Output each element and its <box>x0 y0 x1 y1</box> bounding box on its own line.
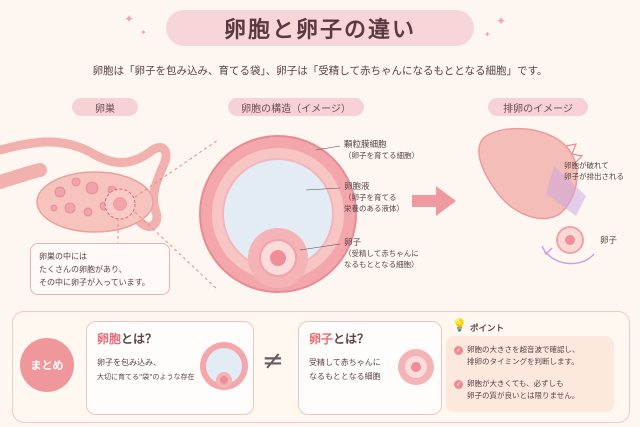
ovary-text-line-1: 卵巣の中には <box>39 252 87 261</box>
sparkle-icon: ✦ <box>124 12 135 26</box>
follicle-card: 卵胞とは？ 卵子を包み込み、 大切に育てる"袋"のような存在 <box>86 321 254 415</box>
granulosa-label: 顆粒膜細胞 （卵子を育てる細胞） <box>344 140 419 160</box>
egg-card: 卵子とは？ 受精して赤ちゃんに なるもととなる細胞 <box>298 321 442 415</box>
release-stream <box>546 166 586 216</box>
summary-badge: まとめ <box>20 338 74 392</box>
section-label-ovary: 卵巣 <box>72 98 138 116</box>
follicle-card-text: 卵子を包み込み、 大切に育てる"袋"のような存在 <box>97 358 195 381</box>
not-equal-symbol: ≠ <box>262 346 284 376</box>
motion-curve <box>545 251 595 265</box>
section-label-follicle-structure: 卵胞の構造（イメージ） <box>228 98 364 116</box>
point-box: ✓ 卵胞の大きさを超音波で確認し、 排卵のタイミングを判断します。 ✓ 卵胞が大… <box>446 336 614 412</box>
arrow-right-icon <box>412 186 456 216</box>
egg-label: 卵子 （受精して赤ちゃんに なるもととなる細胞） <box>344 238 419 269</box>
ovary-illustration <box>0 137 171 233</box>
sparkle-icon: ✦ <box>140 28 147 37</box>
ovulation-egg-label: 卵子 <box>600 236 618 246</box>
lightbulb-icon: 💡 <box>452 318 467 332</box>
page-title: 卵胞と卵子の違い <box>223 18 416 43</box>
rupture-edge <box>565 143 584 165</box>
fallopian-tube <box>0 137 171 231</box>
follicle-mini-icon <box>200 342 248 390</box>
point-item: ✓ 卵胞の大きさを超音波で確認し、 排卵のタイミングを判断します。 <box>454 345 580 366</box>
sparkle-icon: ✦ <box>484 30 491 39</box>
egg-card-title: 卵子とは？ <box>309 332 370 346</box>
follicle-card-title: 卵胞とは？ <box>97 332 158 346</box>
uterus-edge <box>0 163 47 189</box>
ovary-text-line-3: その中に卵子が入っています。 <box>39 278 150 287</box>
ovary-text-line-2: たくさんの卵胞があり、 <box>39 265 127 274</box>
section-label-ovulation: 排卵のイメージ <box>488 98 588 116</box>
follicle-structure-diagram <box>199 135 357 293</box>
egg-nucleus <box>270 250 286 266</box>
check-icon: ✓ <box>454 380 463 389</box>
point-label: ポイント <box>470 324 505 334</box>
ovulation-illustration <box>478 127 595 265</box>
check-icon: ✓ <box>454 346 463 355</box>
sparkle-icon: ✦ <box>496 14 507 28</box>
point-item: ✓ 卵胞が大きくても、必ずしも 卵子の質が良いとは限りません。 <box>454 379 580 400</box>
follicles-in-ovary <box>50 177 117 217</box>
fluid-label: 卵胞液 （卵子を育てる 栄養のある液体） <box>344 182 404 213</box>
subtitle: 卵胞は「卵子を包み込み、育てる袋」、卵子は「受精して赤ちゃんになるもととなる細胞… <box>92 65 548 77</box>
egg-mini-icon <box>398 349 434 385</box>
egg-card-text: 受精して赤ちゃんに なるもととなる細胞 <box>309 358 381 381</box>
page-title-pill: 卵胞と卵子の違い <box>166 10 474 46</box>
ovulation-burst-label: 卵胞が破れて 卵子が排出される <box>564 161 624 181</box>
ovary-explanation: 卵巣の中には たくさんの卵胞があり、 その中に卵子が入っています。 <box>30 243 170 295</box>
